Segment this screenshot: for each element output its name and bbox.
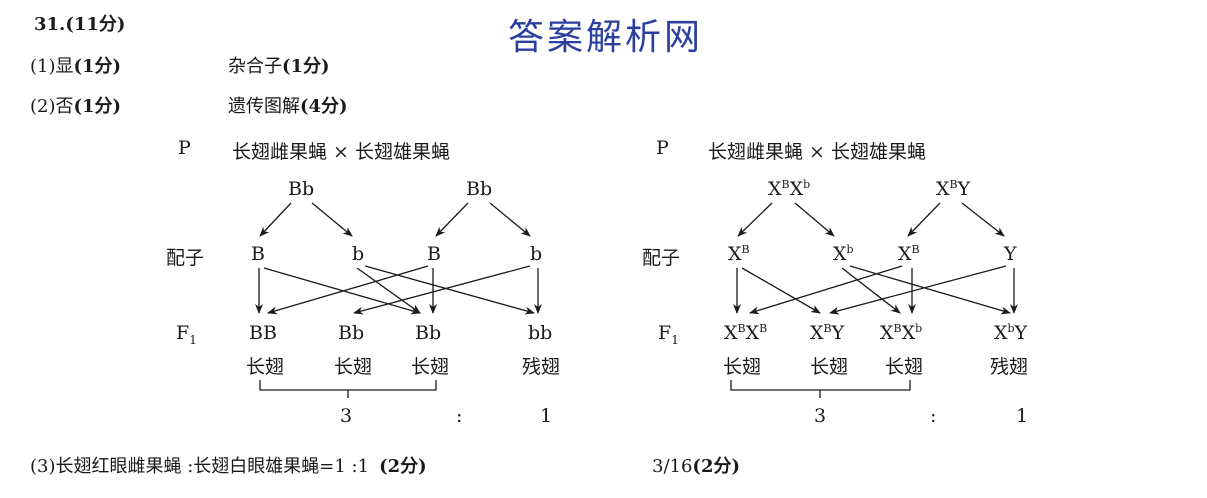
right-p-label: P	[656, 137, 669, 159]
left-parent-male-genotype: Bb	[466, 178, 493, 200]
right-parent-male-genotype: XBY	[936, 178, 971, 200]
left-ratio-right: 1	[540, 405, 553, 427]
watermark: 答案解析网	[508, 17, 704, 58]
left-arrow-p1-g2	[311, 202, 353, 237]
left-gamete-4: b	[530, 243, 543, 265]
part1-answer-b: 杂合子(1分)	[228, 56, 330, 77]
right-arrow-g3-o1	[749, 265, 903, 315]
right-gamete-1: XB	[728, 243, 750, 265]
left-arrow-p2-g4	[489, 202, 531, 237]
left-ratio-left: 3	[340, 405, 353, 427]
left-gamete-label: 配子	[166, 247, 205, 269]
left-gamete-3: B	[427, 243, 441, 265]
left-arrow-g3-o1	[267, 265, 429, 315]
part2-answer-b: 遗传图解(4分)	[228, 96, 348, 117]
left-arrow-p1-g1	[259, 202, 292, 237]
right-phenotype-2: 长翅	[810, 356, 849, 378]
right-offspring-4: XbY	[994, 322, 1028, 344]
left-phenotype-3: 长翅	[411, 356, 450, 378]
right-phenotype-3: 长翅	[885, 356, 924, 378]
right-gamete-4: Y	[1004, 243, 1017, 265]
question-score: (11分)	[65, 14, 126, 35]
right-phenotype-1: 长翅	[723, 356, 762, 378]
part3-answer-a: (3)长翅红眼雌果蝇 :长翅白眼雄果蝇=1 :1(2分)	[30, 456, 427, 477]
left-gamete-2: b	[352, 243, 365, 265]
right-arrow-p1-g1	[737, 202, 773, 237]
left-arrow-p2-g3	[435, 202, 469, 237]
right-ratio-left: 3	[814, 405, 827, 427]
right-cross-text: 长翅雌果蝇 × 长翅雄果蝇	[708, 141, 926, 163]
right-arrow-g2-o3	[841, 267, 901, 314]
question-number: 31.(11分)	[34, 14, 126, 35]
right-offspring-2: XBY	[810, 322, 845, 344]
left-offspring-3: Bb	[415, 322, 442, 344]
left-ratio-colon: :	[456, 405, 463, 427]
left-brace	[259, 380, 437, 398]
right-gamete-label: 配子	[642, 247, 681, 269]
part2-answer-a: (2)否(1分)	[30, 96, 122, 117]
right-phenotype-4: 残翅	[990, 356, 1029, 378]
left-offspring-4: bb	[528, 322, 553, 344]
right-ratio-colon: :	[930, 405, 937, 427]
left-parent-female-genotype: Bb	[288, 178, 315, 200]
left-arrow-g2-o4	[364, 265, 535, 315]
part3-answer-b: 3/16(2分)	[652, 456, 740, 477]
left-p-label: P	[178, 137, 191, 159]
left-arrow-g1-o3	[263, 267, 421, 315]
part1-answer-a: (1)显(1分)	[30, 56, 122, 77]
left-phenotype-4: 残翅	[522, 356, 561, 378]
left-f1-label: F1	[176, 322, 197, 347]
left-phenotype-1: 长翅	[246, 356, 285, 378]
right-brace	[730, 380, 911, 398]
left-gamete-1: B	[251, 243, 265, 265]
right-arrow-p2-g3	[907, 202, 941, 237]
right-arrow-g1-o2	[741, 267, 821, 314]
right-arrow-g4-o2	[829, 265, 1007, 315]
right-gamete-3: XB	[898, 243, 920, 265]
left-phenotype-2: 长翅	[334, 356, 373, 378]
right-parent-female-genotype: XBXb	[768, 178, 811, 200]
right-offspring-1: XBXB	[724, 322, 768, 344]
left-offspring-1: BB	[249, 322, 277, 344]
left-arrow-g4-o2	[353, 265, 531, 315]
right-ratio-right: 1	[1016, 405, 1029, 427]
right-offspring-3: XBXb	[880, 322, 923, 344]
left-cross-text: 长翅雌果蝇 × 长翅雄果蝇	[232, 141, 450, 163]
left-arrow-g2-o2	[356, 267, 421, 314]
right-arrow-p2-g4	[961, 202, 1005, 237]
right-arrow-p1-g2	[794, 202, 835, 237]
right-f1-label: F1	[658, 322, 679, 347]
left-offspring-2: Bb	[338, 322, 365, 344]
right-gamete-2: Xb	[833, 243, 854, 265]
right-arrow-g2-o4	[849, 265, 1011, 315]
